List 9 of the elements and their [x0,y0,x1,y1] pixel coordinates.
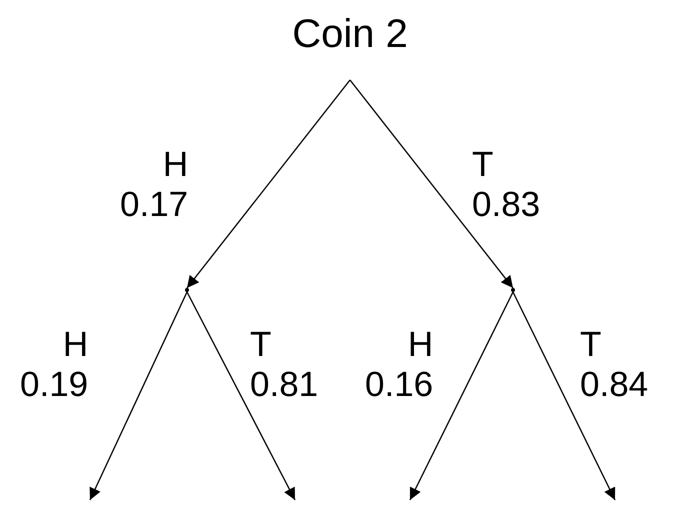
arrow [186,292,296,500]
arrow [89,292,188,500]
branch-point [185,288,189,292]
arrow [349,80,514,288]
arrow [512,292,616,500]
branch-point [511,288,515,292]
tree-root-label: Coin 2 [270,12,430,80]
arrow [186,80,351,288]
arrow [409,292,514,500]
